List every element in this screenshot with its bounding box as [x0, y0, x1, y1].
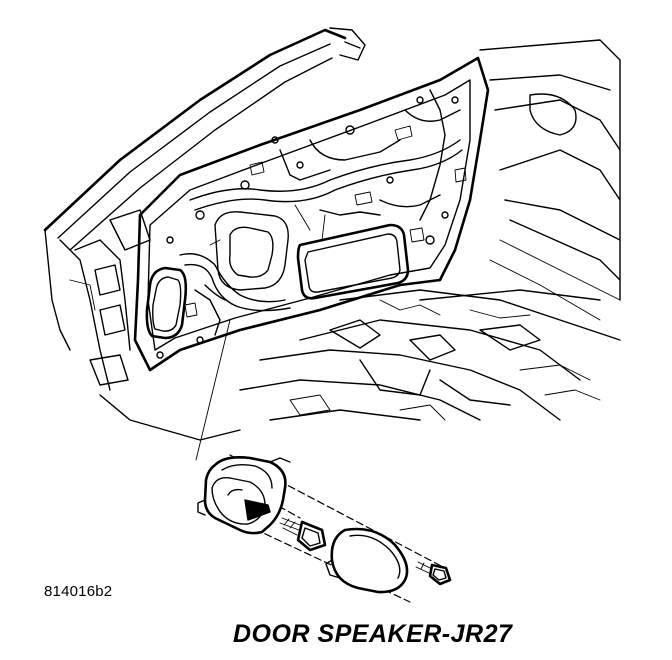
figure-caption: DOOR SPEAKER-JR27 [233, 620, 513, 648]
leader-line [195, 319, 231, 461]
figure-id-label: 814016b2 [44, 583, 113, 600]
speaker [197, 456, 291, 535]
speaker-cover [325, 527, 409, 594]
hinge-pillar [59, 209, 241, 441]
door-inner-panel [133, 56, 490, 372]
vehicle-body [239, 39, 621, 421]
speaker-screw-1 [279, 517, 327, 552]
a-pillar [43, 27, 366, 351]
speaker-screw-2 [415, 561, 452, 586]
